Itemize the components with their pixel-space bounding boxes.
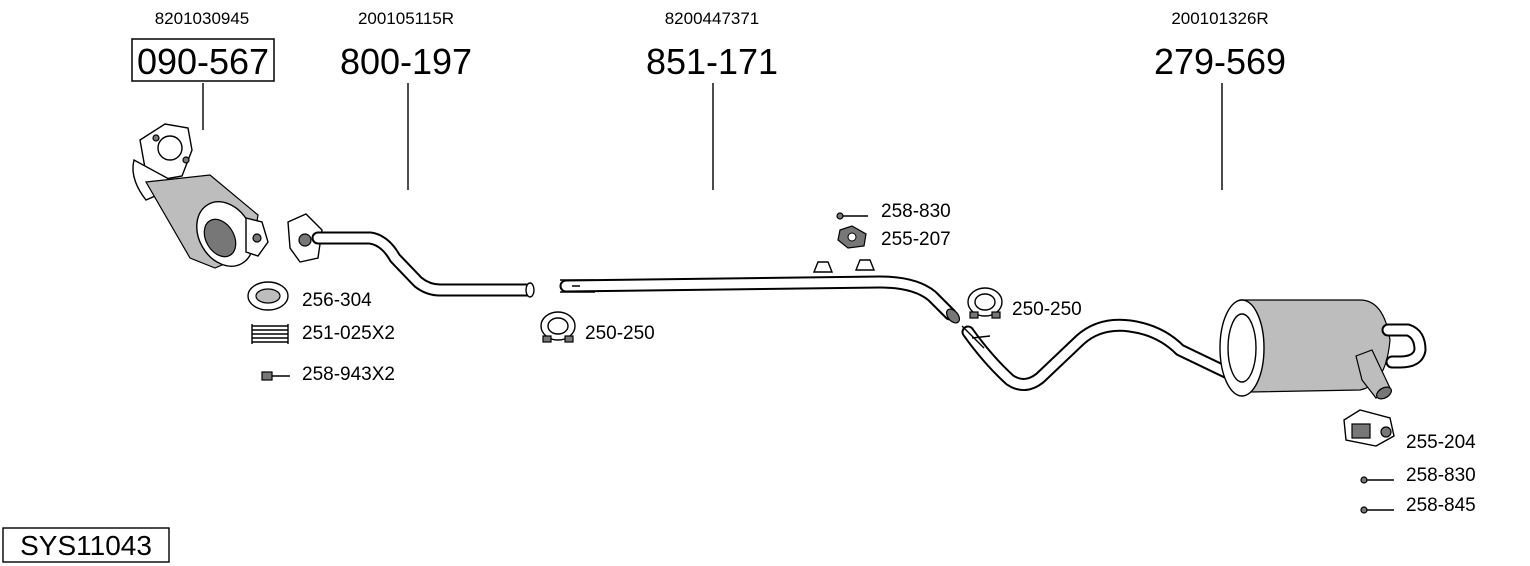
oem-number-middle-pipe: 8200447371: [665, 9, 760, 28]
clamp-icon[interactable]: [540, 311, 576, 343]
clamp-icon[interactable]: [967, 287, 1003, 319]
accessory-label-258-830-a[interactable]: 258-830: [881, 201, 951, 222]
part-number-rear-silencer[interactable]: 279-569: [1154, 41, 1286, 82]
accessory-label-258-830-b[interactable]: 258-830: [1406, 465, 1476, 486]
accessory-label-255-207[interactable]: 255-207: [881, 229, 951, 250]
gasket-ring-icon[interactable]: [247, 281, 289, 311]
bolt-icon[interactable]: [836, 212, 868, 220]
accessory-label-250-250-a[interactable]: 250-250: [585, 323, 655, 344]
middle-pipe-icon[interactable]: [559, 259, 962, 325]
part-number-front-pipe[interactable]: 800-197: [340, 41, 472, 82]
part-number-catalyst[interactable]: 090-567: [137, 41, 269, 82]
bolt-icon[interactable]: [1360, 506, 1394, 514]
bolt-icon[interactable]: [261, 371, 290, 381]
accessory-label-255-204[interactable]: 255-204: [1406, 432, 1476, 453]
accessory-label-256-304[interactable]: 256-304: [302, 290, 372, 311]
accessory-label-258-943X2[interactable]: 258-943X2: [302, 364, 395, 385]
front-pipe-icon[interactable]: [287, 213, 535, 298]
oem-number-catalyst: 8201030945: [155, 9, 250, 28]
bolt-icon[interactable]: [1360, 476, 1394, 484]
rear-silencer-icon[interactable]: [961, 299, 1427, 401]
oem-number-rear-silencer: 200101326R: [1171, 9, 1268, 28]
bracket-icon[interactable]: [1343, 409, 1395, 447]
system-id-box: [2, 527, 170, 563]
rubber-mount-icon[interactable]: [837, 225, 867, 249]
part-number-middle-pipe[interactable]: 851-171: [646, 41, 778, 82]
system-id: SYS11043: [20, 530, 152, 561]
part-number-box: [131, 38, 275, 82]
accessory-label-258-845[interactable]: 258-845: [1406, 495, 1476, 516]
oem-number-front-pipe: 200105115R: [358, 9, 454, 28]
accessory-label-251-025X2[interactable]: 251-025X2: [302, 323, 395, 344]
catalytic-converter-icon[interactable]: [132, 123, 269, 276]
accessory-label-250-250-b[interactable]: 250-250: [1012, 299, 1082, 320]
spring-icon[interactable]: [251, 324, 289, 344]
